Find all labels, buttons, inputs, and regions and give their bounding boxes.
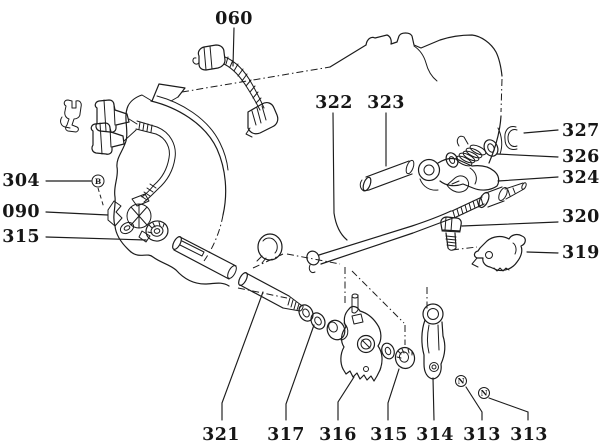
callout-327: 327 — [562, 121, 600, 141]
pin-323 — [359, 159, 415, 192]
clip-327 — [504, 126, 518, 150]
callout-322: 322 — [315, 93, 353, 113]
washer-thin — [381, 342, 395, 360]
callout-316: 316 — [319, 425, 357, 444]
seal-315-left — [145, 220, 169, 242]
shaft-321 — [172, 236, 304, 312]
callout-060: 060 — [215, 9, 253, 29]
callout-323: 323 — [367, 93, 405, 113]
callout-317: 317 — [267, 425, 305, 444]
callout-320: 320 — [562, 207, 600, 227]
callout-315-bottom: 315 — [370, 425, 408, 444]
callout-315-left: 315 — [2, 227, 40, 247]
seal-315-bottom — [394, 346, 416, 370]
switch-090 — [107, 193, 152, 243]
nut-symbol-letter: N — [481, 389, 488, 398]
detent-pin — [351, 293, 359, 314]
callout-321: 321 — [202, 425, 240, 444]
switch-060 — [192, 44, 279, 138]
callout-326: 326 — [562, 147, 600, 167]
nut-symbol-1: N — [455, 375, 467, 387]
harness-clip — [60, 99, 82, 133]
lever-314 — [421, 303, 446, 380]
bolt-symbol: B — [91, 174, 105, 188]
callout-324: 324 — [562, 168, 600, 188]
bolt-320 — [440, 216, 462, 251]
callout-313-left: 313 — [463, 425, 501, 444]
washer-326-right — [483, 139, 499, 157]
nut-symbol-2: N — [478, 387, 490, 399]
callout-314: 314 — [416, 425, 454, 444]
lever-319 — [471, 233, 526, 272]
callout-304: 304 — [2, 171, 40, 191]
assembly-axis-lines — [252, 246, 478, 345]
spring-326 — [455, 135, 487, 167]
selector-rod-322 — [306, 182, 527, 273]
callout-319: 319 — [562, 243, 600, 263]
washer-326-left — [445, 152, 459, 168]
callout-090: 090 — [2, 202, 40, 222]
bushing — [326, 319, 349, 341]
callout-313-right: 313 — [510, 425, 548, 444]
grommet — [256, 233, 283, 264]
leader-lines — [45, 27, 559, 421]
harness-connectors — [90, 99, 176, 203]
detent-lever-316 — [340, 305, 383, 382]
callout-labels: 060 304 090 315 322 323 327 326 324 320 … — [2, 9, 599, 444]
nut-symbol-letter: N — [458, 377, 465, 386]
washers-317 — [298, 304, 326, 330]
lever-324 — [417, 157, 500, 193]
bolt-symbol-letter: B — [95, 177, 101, 186]
